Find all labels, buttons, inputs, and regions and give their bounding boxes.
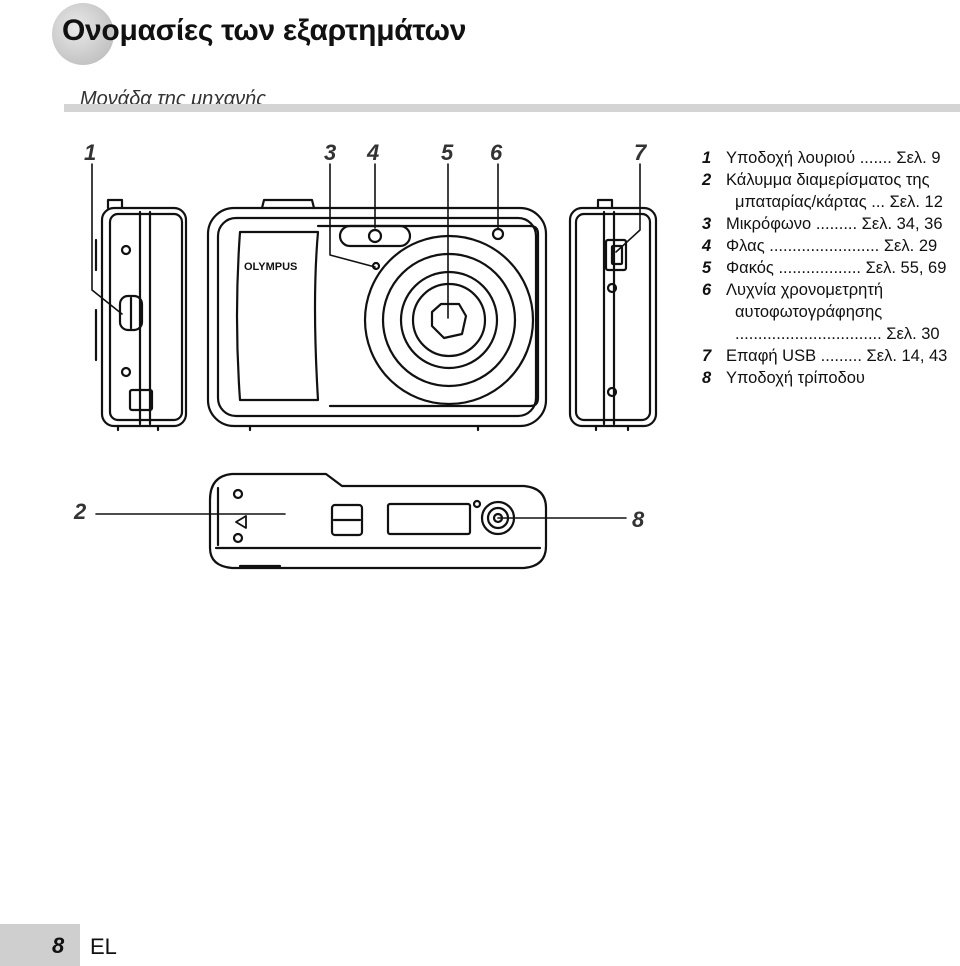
callout-3: 3 — [324, 140, 337, 165]
legend-number: 8 — [702, 369, 712, 387]
callout-6: 6 — [490, 140, 503, 165]
legend-item: 4 Φλας ........................ Σελ. 29 — [702, 235, 947, 257]
legend-number: 1 — [702, 149, 712, 167]
legend-item: 5 Φακός .................. Σελ. 55, 69 — [702, 257, 947, 279]
page-title: Ονομασίες των εξαρτημάτων — [62, 14, 467, 47]
legend-item: 8 Υποδοχή τρίποδου — [702, 367, 947, 389]
callout-5: 5 — [441, 140, 454, 165]
section-rule — [64, 104, 960, 112]
legend-number: 4 — [702, 237, 712, 255]
legend-item: 2 Κάλυμμα διαμερίσματος της — [702, 169, 947, 191]
legend-continuation: μπαταρίας/κάρτας ... Σελ. 12 — [735, 193, 943, 211]
legend-item: 1 Υποδοχή λουριού ....... Σελ. 9 — [702, 147, 947, 169]
legend-text: Υποδοχή τρίποδου — [726, 369, 865, 387]
callout-8: 8 — [632, 507, 645, 532]
parts-legend: 1 Υποδοχή λουριού ....... Σελ. 9 2 Κάλυμ… — [702, 147, 947, 389]
callout-4: 4 — [367, 140, 380, 165]
legend-item: 3 Μικρόφωνο ......... Σελ. 34, 36 — [702, 213, 947, 235]
legend-item: 6 Λυχνία χρονομετρητή — [702, 279, 947, 301]
camera-left-side-view — [94, 198, 188, 432]
callout-1: 1 — [84, 140, 97, 165]
camera-bottom-view — [208, 472, 548, 570]
title-decoration-circle — [52, 3, 114, 65]
legend-item: 7 Επαφή USB ......... Σελ. 14, 43 — [702, 345, 947, 367]
callout-2: 2 — [74, 499, 87, 524]
page-number-tab — [0, 924, 80, 966]
legend-number: 5 — [702, 259, 712, 277]
legend-text: Φλας ........................ Σελ. 29 — [726, 237, 938, 255]
legend-continuation: αυτοφωτογράφησης — [735, 303, 883, 321]
callout-leader-lines — [91, 163, 641, 519]
legend-number: 3 — [702, 215, 712, 233]
callout-7: 7 — [634, 140, 647, 165]
legend-number: 6 — [702, 281, 712, 299]
legend-text: Φακός .................. Σελ. 55, 69 — [726, 259, 947, 277]
legend-number: 2 — [702, 171, 712, 189]
language-code: EL — [90, 934, 117, 959]
legend-text: Κάλυμμα διαμερίσματος της — [726, 171, 930, 189]
legend-text: Υποδοχή λουριού ....... Σελ. 9 — [726, 149, 941, 167]
camera-brand-logo: OLYMPUS — [244, 261, 297, 273]
camera-front-view — [206, 198, 548, 432]
legend-number: 7 — [702, 347, 712, 365]
page-number: 8 — [52, 933, 65, 958]
legend-text: Επαφή USB ......... Σελ. 14, 43 — [726, 347, 948, 365]
camera-right-side-view — [568, 198, 658, 432]
legend-text: Μικρόφωνο ......... Σελ. 34, 36 — [726, 215, 943, 233]
legend-text: Λυχνία χρονομετρητή — [726, 281, 884, 299]
legend-continuation: ................................ Σελ. 30 — [735, 325, 940, 343]
